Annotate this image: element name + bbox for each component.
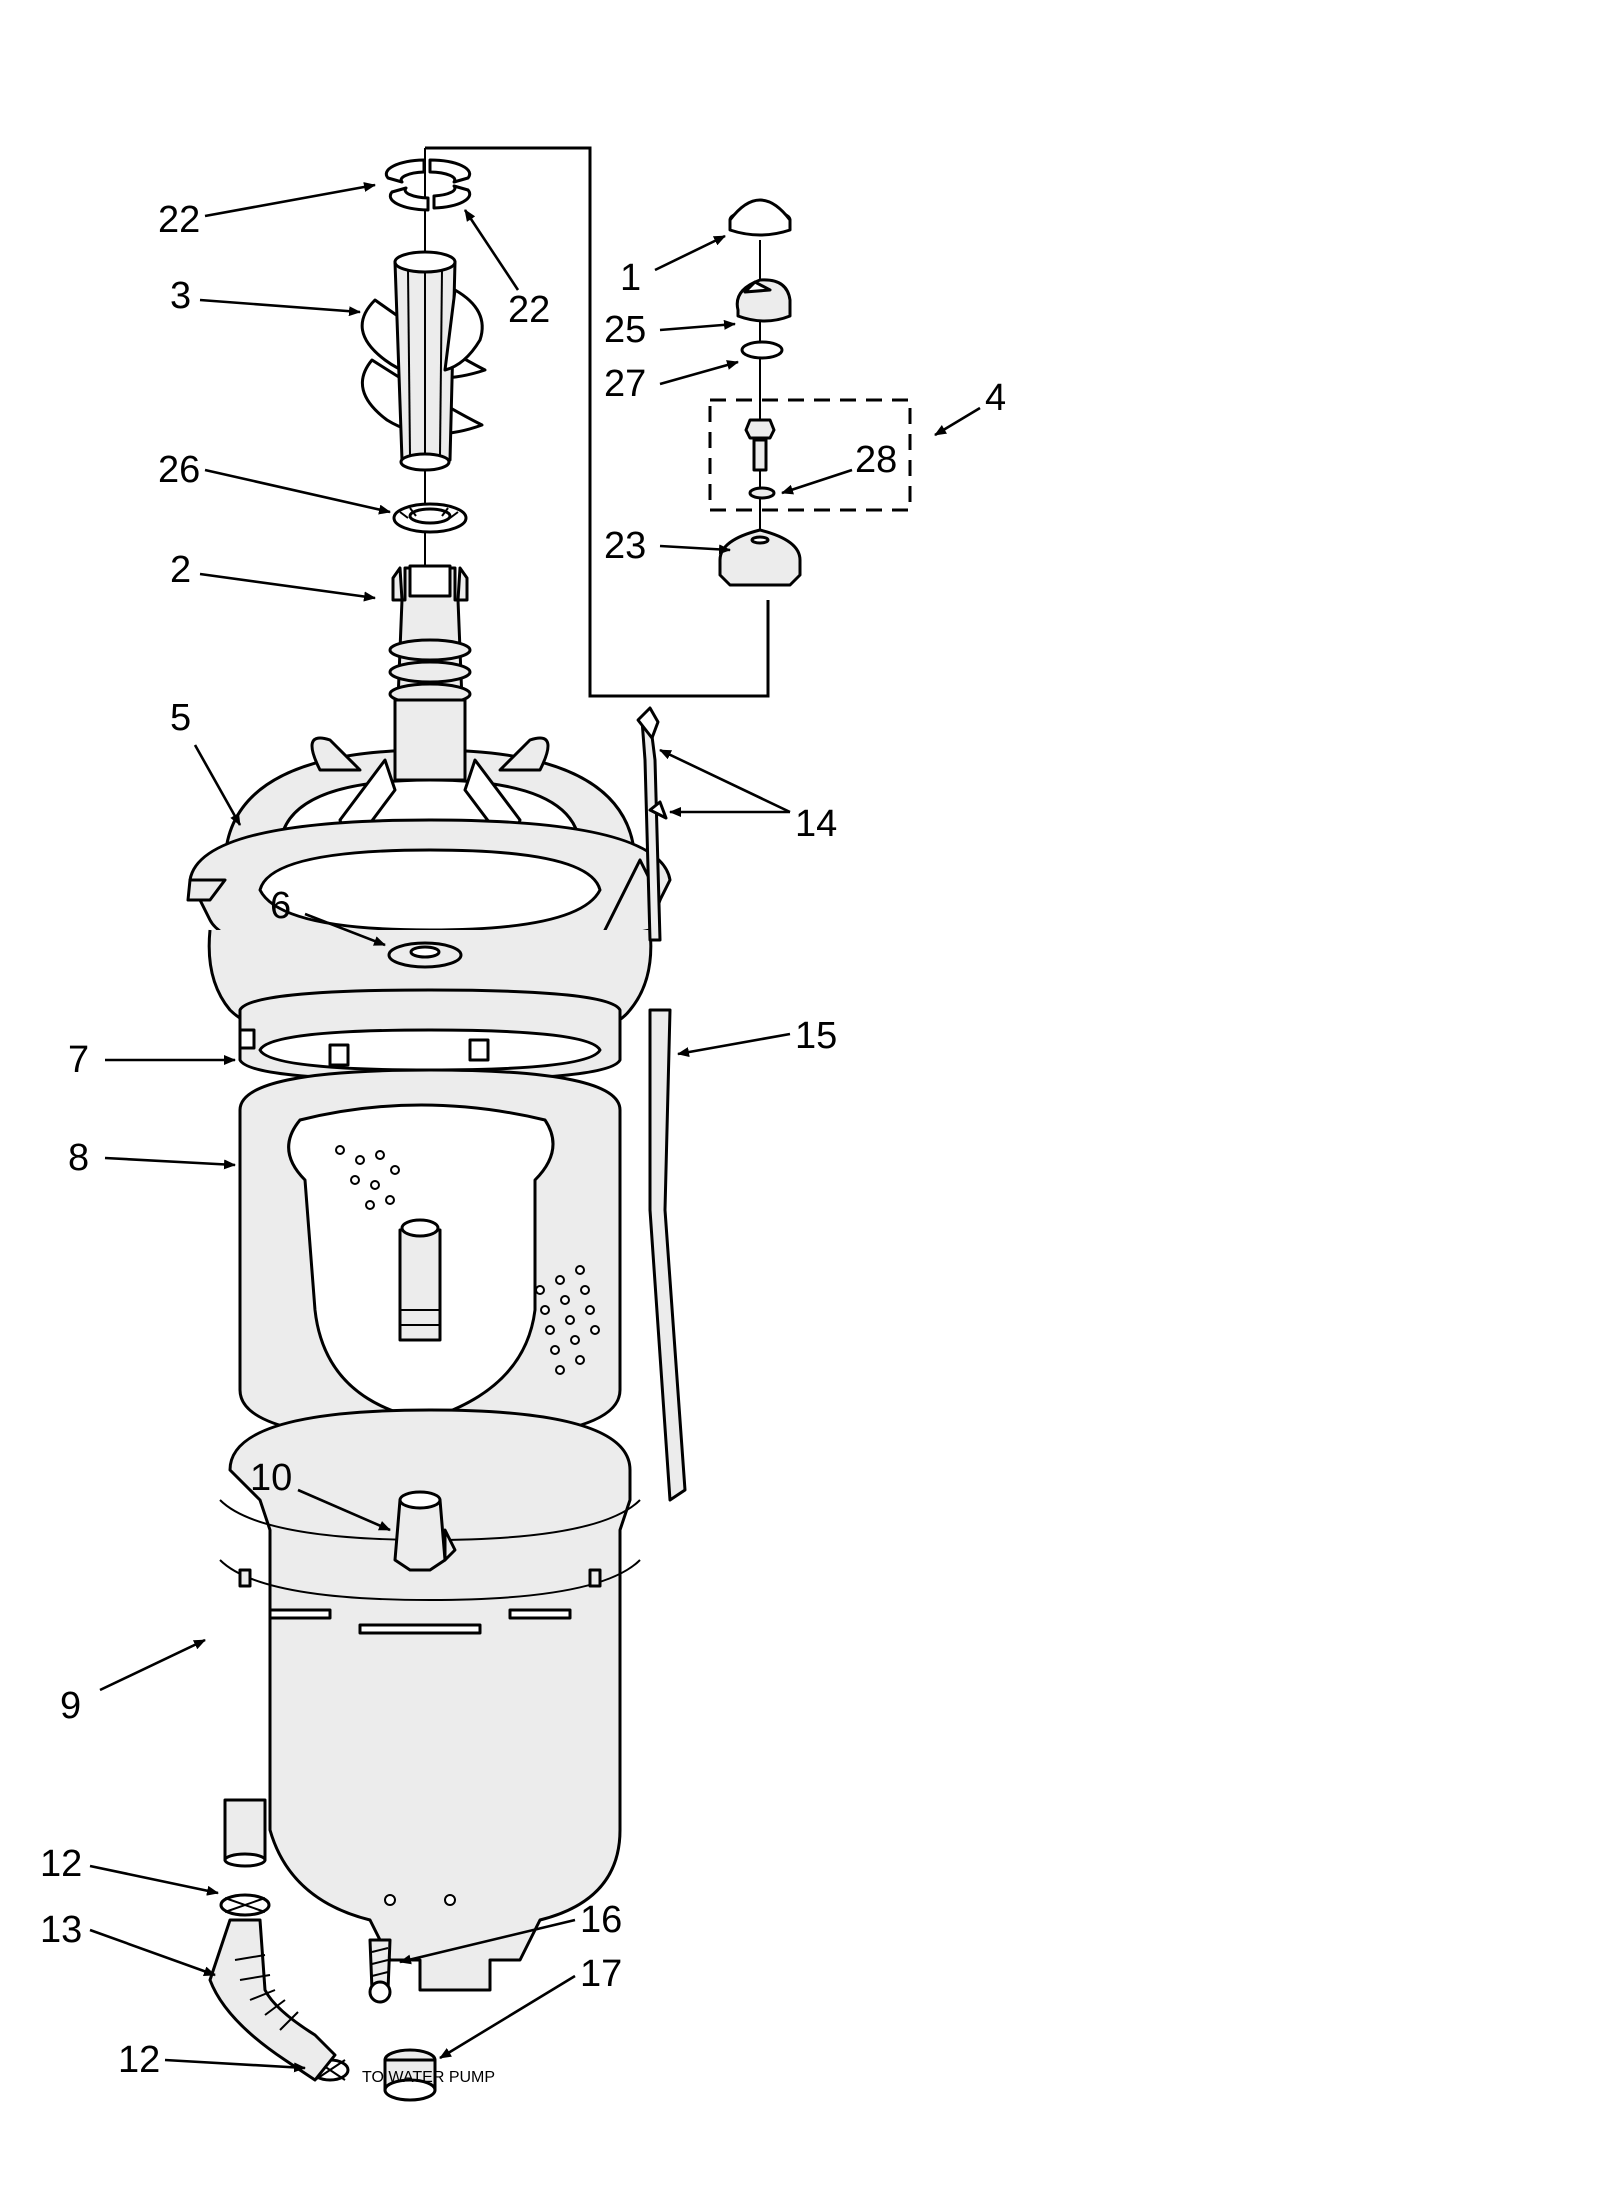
callout-25: 25 bbox=[604, 309, 646, 351]
hose-clamp-part-12-upper bbox=[219, 1893, 271, 1917]
callout-13: 13 bbox=[40, 1909, 82, 1951]
callout-6: 6 bbox=[270, 885, 291, 927]
callout-16: 16 bbox=[580, 1899, 622, 1941]
callout-23: 23 bbox=[604, 525, 646, 567]
callout-12-upper: 12 bbox=[40, 1843, 82, 1885]
retainer-ring-part-22 bbox=[384, 158, 472, 212]
callout-28: 28 bbox=[855, 439, 897, 481]
basket-perforations bbox=[335, 1145, 600, 1375]
callout-22-right: 22 bbox=[508, 289, 550, 331]
spin-basket-part-8 bbox=[238, 1068, 622, 1500]
outer-tub-part-9 bbox=[219, 1408, 641, 1992]
callout-22-left: 22 bbox=[158, 199, 200, 241]
bolt-kit-part-28 bbox=[744, 418, 776, 500]
callout-4: 2 bbox=[170, 549, 191, 591]
suspension-rod-part-14 bbox=[636, 706, 668, 942]
o-ring-part-27 bbox=[740, 340, 784, 360]
screw-part-16 bbox=[368, 1938, 392, 2004]
callout-7: 7 bbox=[68, 1039, 89, 1081]
callout-2: 4 bbox=[985, 377, 1006, 419]
ratchet-washer-part-26 bbox=[392, 502, 468, 534]
callout-8: 8 bbox=[68, 1137, 89, 1179]
agitator-top-part-23 bbox=[718, 528, 802, 587]
callout-10: 10 bbox=[250, 1457, 292, 1499]
callout-9: 9 bbox=[60, 1685, 81, 1727]
agitator-auger-part-3 bbox=[360, 250, 487, 472]
callout-14: 14 bbox=[795, 803, 837, 845]
cap-part-1 bbox=[728, 198, 792, 237]
to-water-pump-note: TO WATER PUMP bbox=[362, 2069, 495, 2086]
callout-1: 1 bbox=[620, 257, 641, 299]
drain-hose-part-13 bbox=[208, 1918, 337, 2082]
callout-17: 17 bbox=[580, 1953, 622, 1995]
assembly-bracket-line bbox=[425, 146, 770, 698]
baffle-part-15 bbox=[648, 1008, 687, 1502]
nut-part-6 bbox=[387, 941, 463, 969]
tub-ring-part-7 bbox=[238, 988, 622, 1082]
callout-15: 15 bbox=[795, 1015, 837, 1057]
drive-bell-part-4 bbox=[388, 564, 472, 706]
callout-12-lower: 12 bbox=[118, 2039, 160, 2081]
tub-ring-part-5 bbox=[186, 698, 672, 1052]
callout-27: 27 bbox=[604, 363, 646, 405]
cam-part-25 bbox=[735, 278, 792, 323]
callout-5: 5 bbox=[170, 697, 191, 739]
callout-26: 26 bbox=[158, 449, 200, 491]
drain-fitting-part-10 bbox=[393, 1490, 457, 1572]
grommet-part-17 bbox=[383, 2048, 437, 2102]
callout-3: 3 bbox=[170, 275, 191, 317]
